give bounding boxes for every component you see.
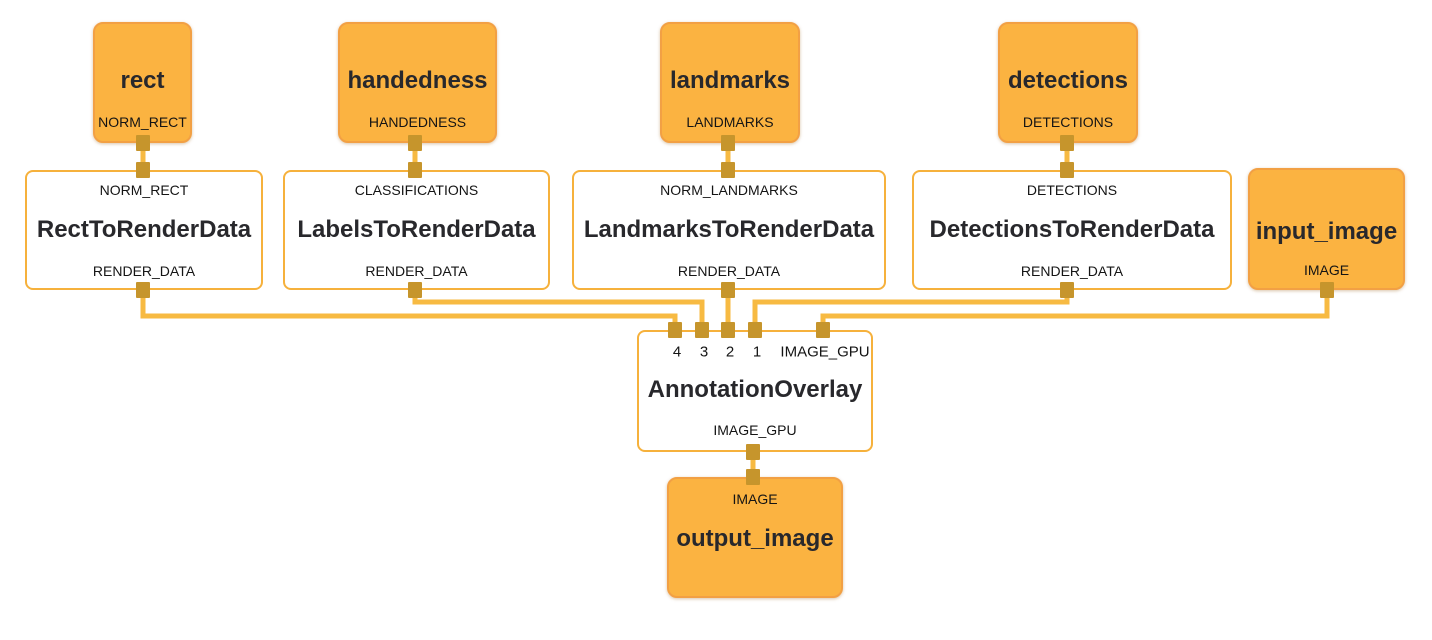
node-title: rect xyxy=(120,67,165,94)
output-port-label: NORM_RECT xyxy=(98,114,187,130)
node-title: LabelsToRenderData xyxy=(297,216,536,243)
input-port-label: NORM_RECT xyxy=(99,182,189,198)
node-landmarks[interactable]: landmarks LANDMARKS xyxy=(660,22,800,143)
edge-inputimage-to-overlay-imagegpu xyxy=(820,290,1330,330)
node-title: AnnotationOverlay xyxy=(647,376,863,403)
edge-detectionsrender-to-overlay-1 xyxy=(752,290,1070,330)
input-port-label-4: 4 xyxy=(672,343,682,361)
input-port-label: DETECTIONS xyxy=(1026,182,1118,198)
node-input-image[interactable]: input_image IMAGE xyxy=(1248,168,1405,290)
input-port-label: CLASSIFICATIONS xyxy=(354,182,479,198)
output-port-label: RENDER_DATA xyxy=(677,263,781,279)
input-port-label-1: 1 xyxy=(752,343,762,361)
input-port-label: NORM_LANDMARKS xyxy=(660,182,798,198)
input-port-label-image-gpu: IMAGE_GPU xyxy=(780,343,870,361)
output-port-label: RENDER_DATA xyxy=(92,263,196,279)
output-port-label: IMAGE xyxy=(1303,262,1350,278)
output-port-label: DETECTIONS xyxy=(1022,114,1114,130)
node-title: landmarks xyxy=(669,67,791,94)
node-title: DetectionsToRenderData xyxy=(929,216,1215,243)
node-detections[interactable]: detections DETECTIONS xyxy=(998,22,1138,143)
node-handedness[interactable]: handedness HANDEDNESS xyxy=(338,22,497,143)
node-landmarks-to-render-data[interactable]: NORM_LANDMARKS LandmarksToRenderData REN… xyxy=(572,170,886,290)
input-port-label-3: 3 xyxy=(699,343,709,361)
node-title: LandmarksToRenderData xyxy=(583,216,875,243)
node-title: input_image xyxy=(1255,218,1398,245)
node-title: handedness xyxy=(347,67,488,94)
output-port-label: IMAGE_GPU xyxy=(713,422,797,438)
node-annotation-overlay[interactable]: 4 3 2 1 IMAGE_GPU AnnotationOverlay IMAG… xyxy=(637,330,873,452)
input-port-label-2: 2 xyxy=(725,343,735,361)
output-port-label: RENDER_DATA xyxy=(1020,263,1124,279)
output-port-label: RENDER_DATA xyxy=(365,263,468,279)
node-title: RectToRenderData xyxy=(36,216,252,243)
output-port-label: LANDMARKS xyxy=(686,114,774,130)
node-labels-to-render-data[interactable]: CLASSIFICATIONS LabelsToRenderData RENDE… xyxy=(283,170,550,290)
node-title: detections xyxy=(1007,67,1129,94)
node-rect[interactable]: rect NORM_RECT xyxy=(93,22,192,143)
node-output-image[interactable]: IMAGE output_image xyxy=(667,477,843,598)
input-port-label: IMAGE xyxy=(732,491,778,507)
edge-rectrender-to-overlay-4 xyxy=(140,290,678,330)
node-detections-to-render-data[interactable]: DETECTIONS DetectionsToRenderData RENDER… xyxy=(912,170,1232,290)
node-rect-to-render-data[interactable]: NORM_RECT RectToRenderData RENDER_DATA xyxy=(25,170,263,290)
output-port-label: HANDEDNESS xyxy=(368,114,467,130)
edge-labelsrender-to-overlay-3 xyxy=(412,290,705,330)
node-title: output_image xyxy=(676,525,834,552)
